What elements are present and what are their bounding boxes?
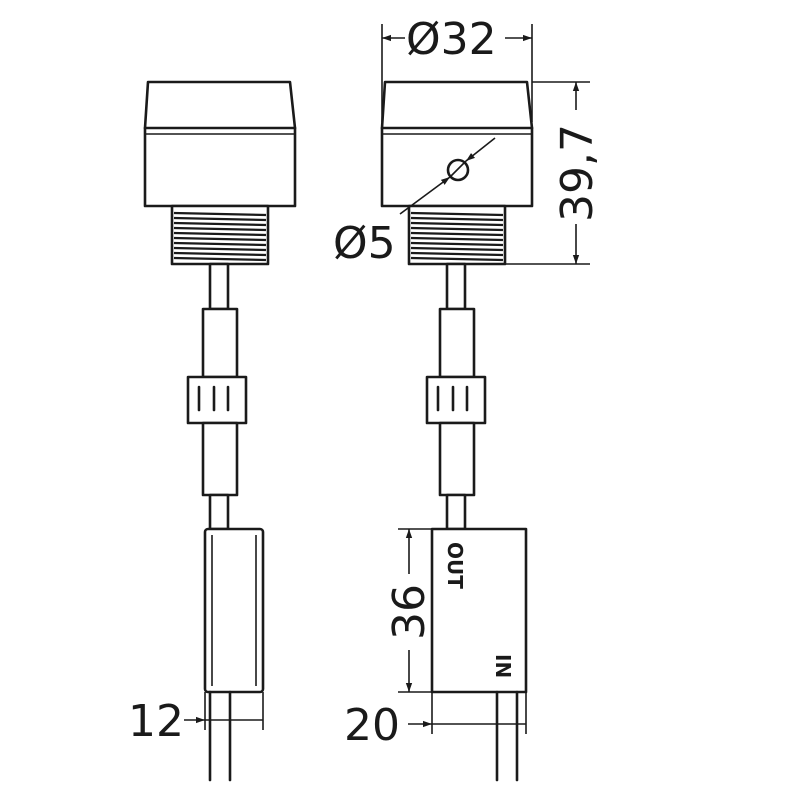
side-view: 12 bbox=[128, 80, 297, 782]
thread-line bbox=[173, 211, 267, 217]
dim-height: 39,7 bbox=[505, 81, 603, 265]
front-box: OUT IN bbox=[430, 527, 528, 694]
thread-line bbox=[173, 216, 267, 222]
side-cap bbox=[143, 80, 297, 208]
front-thread bbox=[407, 204, 507, 266]
thread-line bbox=[410, 251, 504, 257]
front-connector-nut bbox=[425, 375, 487, 425]
dim-box-length: 36 bbox=[384, 528, 435, 693]
thread-line bbox=[410, 216, 504, 222]
side-thread bbox=[170, 204, 270, 266]
dim-box-width-side-label: 12 bbox=[128, 696, 184, 747]
thread-line bbox=[173, 236, 267, 242]
side-wires bbox=[208, 690, 232, 782]
dim-20: 20 bbox=[344, 692, 527, 751]
thread-line bbox=[410, 226, 504, 232]
thread-line bbox=[173, 256, 267, 262]
thread-line bbox=[410, 256, 504, 262]
side-cable-upper bbox=[201, 262, 239, 379]
front-cable-lower bbox=[438, 421, 476, 531]
front-cable-upper bbox=[438, 262, 476, 379]
thread-line bbox=[173, 241, 267, 247]
dim-diameter-label: Ø32 bbox=[406, 14, 497, 65]
front-wires bbox=[495, 690, 519, 782]
dim-box-length-label: 36 bbox=[384, 584, 435, 640]
thread-line bbox=[173, 231, 267, 237]
side-box bbox=[203, 527, 265, 694]
thread-line bbox=[410, 221, 504, 227]
dim-12: 12 bbox=[128, 692, 264, 747]
thread-line bbox=[173, 221, 267, 227]
dim-height-label: 39,7 bbox=[552, 124, 603, 222]
thread-line bbox=[410, 211, 504, 217]
thread-line bbox=[410, 231, 504, 237]
front-cap bbox=[380, 80, 534, 208]
dim-hole-diameter-label: Ø5 bbox=[333, 218, 396, 269]
box-out-label: OUT bbox=[443, 542, 467, 589]
thread-line bbox=[410, 241, 504, 247]
box-in-label: IN bbox=[491, 654, 515, 678]
dim-diameter: Ø32 bbox=[381, 14, 533, 122]
thread-line bbox=[173, 251, 267, 257]
thread-line bbox=[173, 246, 267, 252]
side-cable-lower bbox=[201, 421, 239, 531]
thread-line bbox=[410, 246, 504, 252]
dim-box-width-front-label: 20 bbox=[344, 700, 400, 751]
side-connector-nut bbox=[186, 375, 248, 425]
front-view: OUT IN Ø32 39,7 bbox=[333, 14, 603, 782]
thread-line bbox=[410, 236, 504, 242]
dim-hole-diameter: Ø5 bbox=[333, 137, 496, 269]
thread-line bbox=[173, 226, 267, 232]
